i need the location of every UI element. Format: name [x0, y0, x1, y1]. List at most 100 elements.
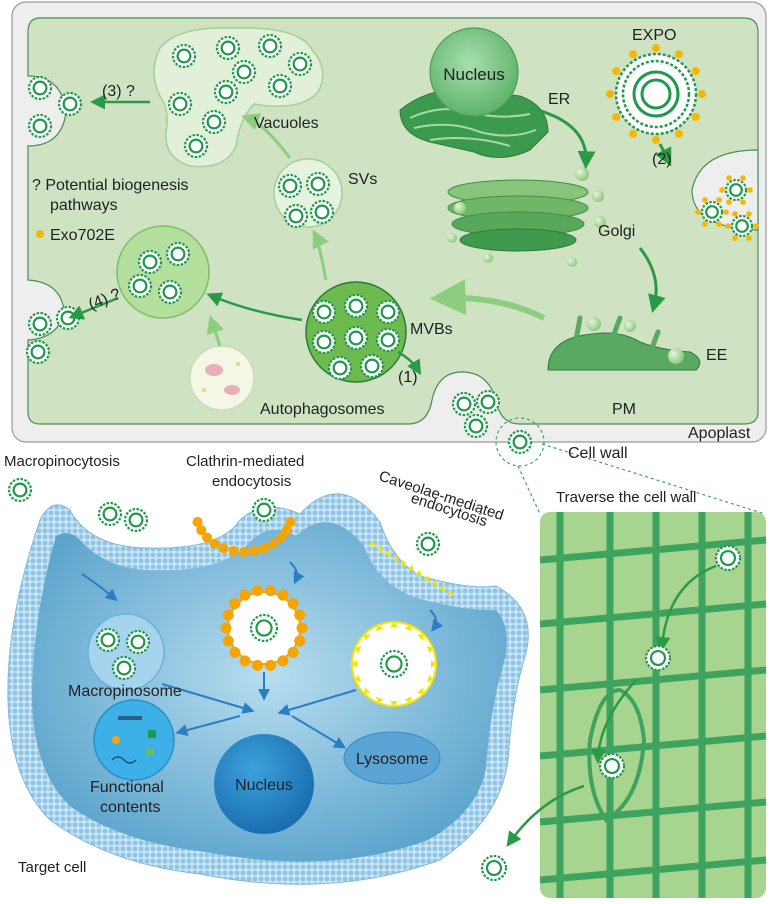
exo702e-dot	[740, 175, 746, 181]
exo702e-dot	[612, 67, 620, 75]
exo702e-dot	[695, 209, 701, 215]
exosome-vesicle	[381, 651, 407, 677]
clathrin-dot	[193, 517, 203, 527]
exosome-vesicle	[233, 61, 255, 83]
exo702e-dot	[692, 113, 700, 121]
clathrin-dot	[252, 660, 263, 671]
exosome-vesicle	[482, 856, 506, 880]
legend-exo-dot	[36, 230, 44, 238]
label-cell-wall: Cell wall	[568, 445, 628, 462]
legend-question-cont: pathways	[50, 197, 118, 214]
label-target-cell: Target cell	[18, 859, 86, 876]
exosome-vesicle	[9, 479, 31, 501]
exo702e-dot	[725, 223, 731, 229]
exosome-vesicle	[345, 327, 367, 349]
exo702e-dot	[675, 130, 683, 138]
clathrin-dot	[268, 539, 278, 549]
clathrin-dot	[265, 660, 276, 671]
label-pathway-1: (1)	[398, 369, 418, 386]
exosome-vesicle	[127, 631, 149, 653]
unknown-compartment	[117, 226, 209, 318]
exosome-vesicle	[253, 499, 275, 521]
clathrin-dot	[294, 635, 305, 646]
clathrin-dot	[239, 547, 249, 557]
exosome-vesicle	[99, 503, 121, 525]
clathrin-dot	[265, 585, 276, 596]
label-svs: SVs	[348, 171, 377, 188]
exo702e-dot	[723, 209, 729, 215]
exo702e-dot	[629, 130, 637, 138]
functional-contents	[94, 700, 174, 780]
exosome-vesicle	[716, 546, 740, 570]
clathrin-dot	[223, 610, 234, 621]
label-expo: EXPO	[632, 27, 676, 44]
exosome-vesicle	[377, 301, 399, 323]
exosome-vesicle	[289, 53, 311, 75]
plant-cell-panel: Nucleus ER EXPO Vacuoles SVs Golgi MVBs …	[12, 2, 766, 514]
exosome-vesicle	[159, 281, 181, 303]
exosome-vesicle	[269, 75, 291, 97]
label-mvbs: MVBs	[410, 321, 453, 338]
exosome-vesicle	[345, 295, 367, 317]
label-apoplast: Apoplast	[688, 425, 751, 442]
exosome-vesicle	[29, 77, 51, 99]
exo702e-dot	[719, 187, 725, 193]
label-macropinocytosis: Macropinocytosis	[4, 453, 120, 470]
exosome-vesicle	[702, 202, 722, 222]
clathrin-dot	[240, 655, 251, 666]
exo702e-dot	[747, 187, 753, 193]
exo702e-dot	[692, 67, 700, 75]
label-clathrin-2: endocytosis	[212, 473, 291, 490]
exosome-vesicle	[57, 307, 79, 329]
label-autophagosomes: Autophagosomes	[260, 401, 385, 418]
clathrin-dot	[219, 543, 229, 553]
clathrin-dot	[294, 610, 305, 621]
exosome-vesicle	[217, 37, 239, 59]
exosome-vesicle	[129, 275, 151, 297]
exosome-vesicle	[251, 615, 277, 641]
exo702e-dot	[716, 197, 722, 203]
label-golgi: Golgi	[598, 223, 635, 240]
clathrin-dot	[252, 585, 263, 596]
clathrin-dot	[240, 590, 251, 601]
exosome-vesicle	[259, 35, 281, 57]
autophagosome	[190, 346, 254, 410]
clathrin-dot	[259, 543, 269, 553]
exosome-vesicle	[307, 173, 329, 195]
exosome-vesicle	[313, 331, 335, 353]
exosome-vesicle	[125, 509, 147, 531]
exo702e-dot	[698, 90, 706, 98]
exo702e-dot	[753, 223, 759, 229]
exosome-vesicle	[169, 93, 191, 115]
exosome-vesicle	[279, 175, 301, 197]
exo702e-dot	[732, 235, 738, 241]
exo702e-dot	[716, 221, 722, 227]
exosome-vesicle	[329, 357, 351, 379]
label-nucleus-top: Nucleus	[443, 65, 504, 84]
exo702e-dot	[612, 113, 620, 121]
exosome-vesicle	[311, 201, 333, 223]
label-lysosome: Lysosome	[356, 751, 428, 768]
label-ee: EE	[706, 347, 727, 364]
exosome-vesicle	[361, 355, 383, 377]
target-cell-panel: Macropinocytosis Clathrin-mediated endoc…	[4, 453, 528, 884]
exosome-vesicle	[285, 205, 307, 227]
exosome-vesicle	[477, 391, 499, 413]
label-vacuoles: Vacuoles	[254, 115, 319, 132]
label-nucleus-bottom: Nucleus	[235, 777, 293, 794]
exosome-vesicle	[113, 657, 135, 679]
clathrin-dot	[297, 623, 308, 634]
clathrin-dot	[223, 635, 234, 646]
clathrin-dot	[221, 623, 232, 634]
label-pathway-3: (3) ?	[102, 83, 135, 100]
exosome-vesicle	[732, 216, 752, 236]
exosome-vesicle	[417, 533, 439, 555]
exo702e-dot	[746, 211, 752, 217]
label-traverse: Traverse the cell wall	[556, 489, 696, 506]
label-functional-1: Functional	[90, 779, 164, 796]
exo702e-dot	[606, 90, 614, 98]
exosome-vesicle	[185, 135, 207, 157]
exo702e-dot	[740, 199, 746, 205]
